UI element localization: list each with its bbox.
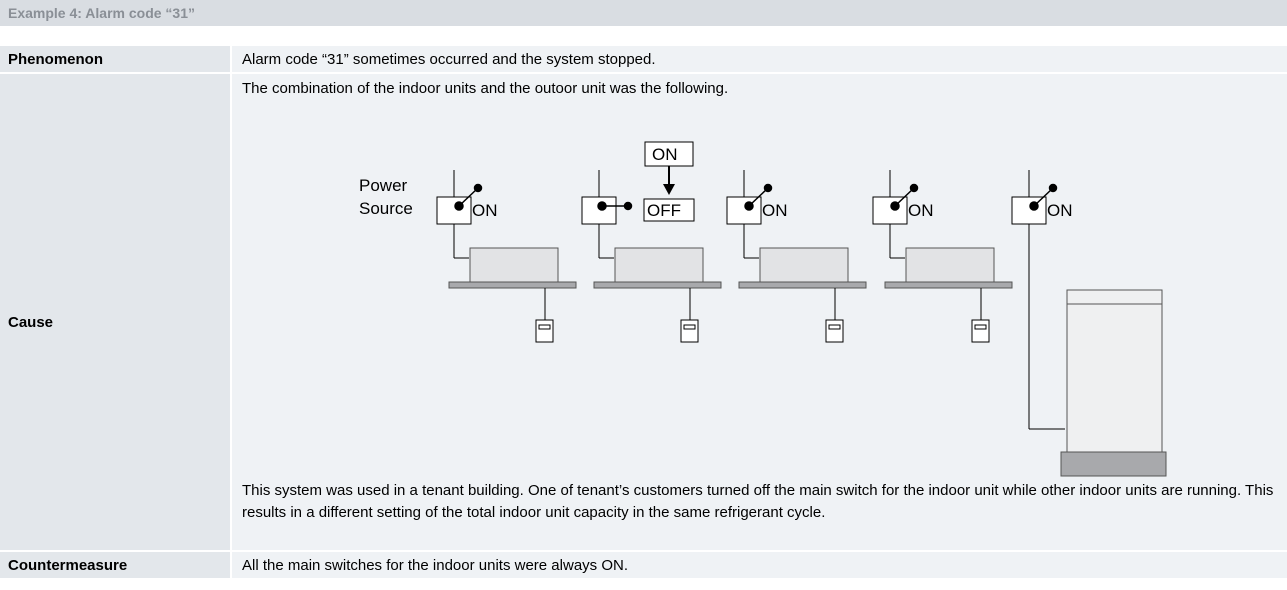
cause-explanation-text: This system was used in a tenant buildin…: [242, 482, 1274, 521]
previous-on-label: ON: [652, 145, 678, 164]
switch-lever-1: [454, 183, 483, 211]
remote-controller-3: [825, 288, 844, 343]
cause-label-cell: Cause: [0, 74, 230, 550]
switch-state-4: ON: [908, 201, 934, 220]
remote-controller-1: [535, 288, 554, 343]
remote-controller-2: [680, 288, 699, 343]
phenomenon-text: Alarm code “31” sometimes occurred and t…: [242, 51, 656, 68]
switch-state-5: ON: [1047, 201, 1073, 220]
outdoor-unit: [1060, 289, 1167, 477]
phenomenon-content-cell: Alarm code “31” sometimes occurred and t…: [232, 46, 1287, 72]
indoor-unit-3-wiring: [726, 170, 762, 259]
indoor-unit-2-wiring: [581, 170, 617, 259]
countermeasure-text: All the main switches for the indoor uni…: [242, 557, 628, 574]
switch-state-1: ON: [472, 201, 498, 220]
phenomenon-label-cell: Phenomenon: [0, 46, 230, 72]
cause-content-cell: The combination of the indoor units and …: [232, 74, 1287, 550]
cause-intro-text: The combination of the indoor units and …: [242, 80, 729, 97]
indoor-unit-4-wiring: [872, 170, 908, 259]
state-change-arrow: [663, 166, 675, 195]
switch-lever-5: [1029, 183, 1058, 211]
switch-state-2: OFF: [647, 201, 681, 220]
indoor-unit-2: [593, 247, 722, 289]
outdoor-unit-wiring: [1011, 170, 1065, 430]
system-wiring-diagram: Power Source ON OFF ON ON ON ON: [359, 141, 1167, 477]
indoor-unit-1: [448, 247, 577, 289]
switch-lever-2: [597, 201, 633, 211]
power-source-label-line2: Source: [359, 199, 413, 218]
cause-label: Cause: [8, 314, 54, 331]
phenomenon-row: Phenomenon Alarm code “31” sometimes occ…: [0, 46, 1287, 72]
example-title-bar: Example 4: Alarm code “31”: [0, 0, 1287, 28]
phenomenon-label: Phenomenon: [8, 51, 104, 68]
indoor-unit-4: [884, 247, 1013, 289]
countermeasure-label-cell: Countermeasure: [0, 552, 230, 578]
switch-lever-4: [890, 183, 919, 211]
switch-lever-3: [744, 183, 773, 211]
remote-controller-4: [971, 288, 990, 343]
countermeasure-label: Countermeasure: [8, 557, 128, 574]
example-title: Example 4: Alarm code “31”: [8, 5, 196, 21]
indoor-unit-1-wiring: [436, 170, 472, 259]
indoor-unit-3: [738, 247, 867, 289]
off-state-box: [643, 198, 695, 222]
cause-row: Cause The combination of the indoor unit…: [0, 74, 1287, 550]
countermeasure-content-cell: All the main switches for the indoor uni…: [232, 552, 1287, 578]
power-source-label-line1: Power: [359, 176, 408, 195]
countermeasure-row: Countermeasure All the main switches for…: [0, 552, 1287, 578]
switch-state-3: ON: [762, 201, 788, 220]
